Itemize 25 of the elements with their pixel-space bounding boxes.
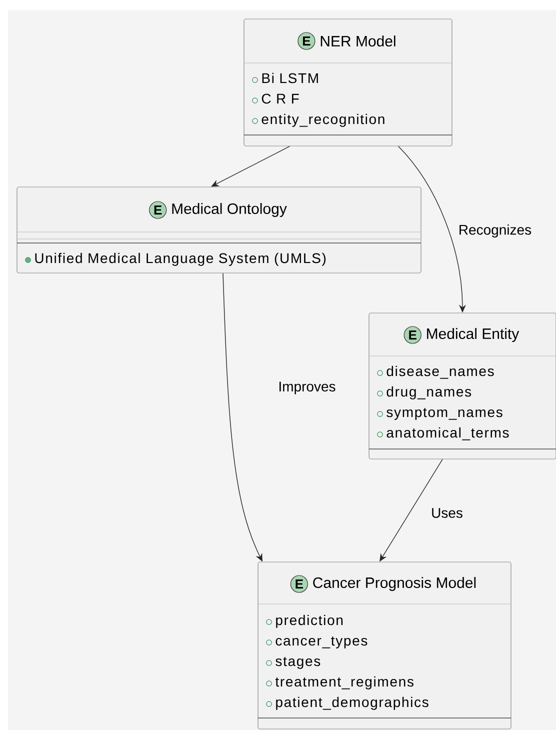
field-item: cancer_types — [266, 636, 368, 648]
entity-badge: E — [149, 201, 167, 219]
edge-label: Improves — [277, 380, 337, 396]
field-item: patient_demographics — [266, 696, 428, 710]
entity-badge: E — [404, 326, 422, 344]
entity-title: NER Model — [320, 36, 396, 46]
field-item: disease_names — [377, 366, 494, 379]
arrow — [211, 146, 290, 187]
field-item: anatomical_terms — [377, 427, 509, 440]
entity-title: Medical Entity — [427, 328, 520, 342]
field-item: C R F — [252, 94, 299, 104]
entity-title: Cancer Prognosis Model — [313, 577, 476, 591]
entity-badge: E — [290, 575, 308, 593]
field-item: treatment_regimens — [266, 676, 414, 690]
edge-label: Uses — [430, 507, 464, 519]
entity-title: Medical Ontology — [172, 203, 287, 217]
entity-badge: E — [298, 32, 316, 50]
field-item: stages — [266, 656, 320, 669]
field-item: Unified Medical Language System (UMLS) — [25, 252, 326, 266]
field-item: symptom_names — [377, 408, 502, 420]
field-item: drug_names — [377, 386, 472, 400]
field-item: entity_recognition — [252, 114, 384, 127]
field-item: Bi LSTM — [252, 72, 318, 84]
field-item: prediction — [266, 614, 343, 628]
edge-label: Recognizes — [457, 223, 533, 239]
